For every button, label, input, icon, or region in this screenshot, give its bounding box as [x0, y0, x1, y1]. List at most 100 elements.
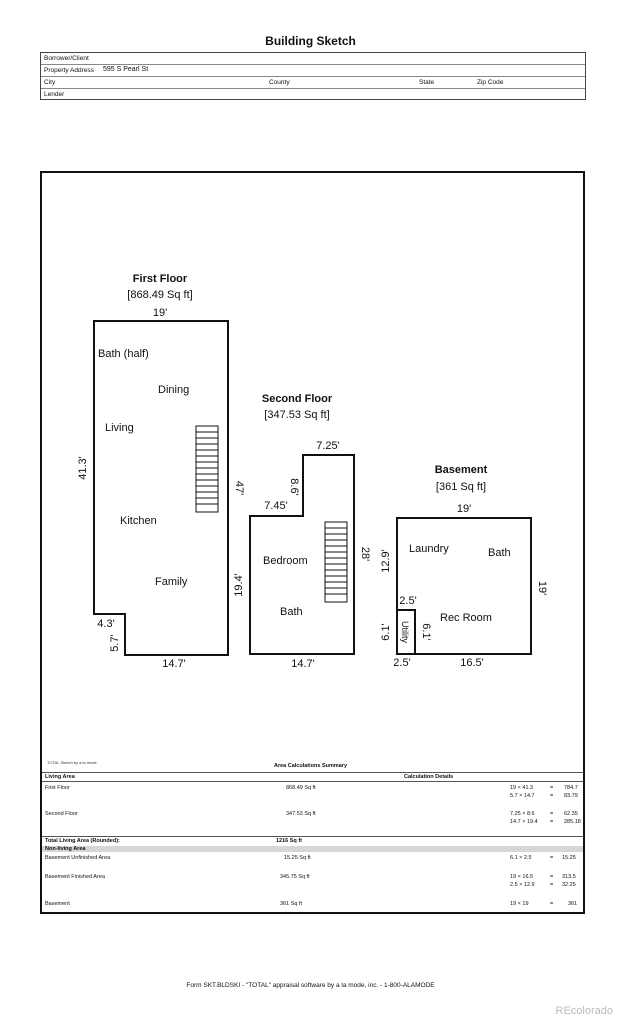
row-name: First Floor: [45, 785, 70, 791]
calc-result: 62.35: [564, 811, 578, 817]
first-floor-outline: [93, 320, 229, 656]
source-credit: REcolorado: [555, 1005, 613, 1017]
row-name: Second Floor: [45, 811, 78, 817]
row-area: 347.53 Sq ft: [286, 811, 316, 817]
room-label: Utility: [400, 621, 410, 643]
first-floor-dim-bottom: 14.7': [162, 658, 186, 670]
city-label: City: [44, 79, 56, 86]
summary-title: Area Calculations Summary: [273, 763, 348, 769]
calc-eq: =: [550, 882, 554, 888]
calc-expr: 19 × 41.3: [510, 785, 534, 791]
second-floor-dim-left: 19.4': [233, 573, 245, 597]
calc-expr: 7.25 × 8.6: [510, 811, 535, 817]
calc-eq: =: [550, 811, 554, 817]
property-label: Property Address: [44, 67, 94, 74]
basement-dim-right: 19': [536, 581, 548, 595]
calc-result: 32.25: [562, 882, 576, 888]
calculation-details-header: Calculation Details: [404, 774, 454, 780]
second-floor-dim-right: 28': [359, 547, 371, 561]
form-footer: Form SKT.BLDSKI - "TOTAL" appraisal soft…: [186, 982, 435, 989]
property-row: Property Address 595 S Pearl St: [41, 65, 585, 77]
property-address: 595 S Pearl St: [103, 66, 149, 73]
utility-dim-bottom: 2.5': [393, 657, 410, 669]
county-label: County: [269, 79, 290, 86]
row-area: 868.49 Sq ft: [286, 785, 316, 791]
second-floor-stairs: [324, 521, 348, 603]
room-label: Family: [155, 576, 188, 588]
room-label: Bedroom: [263, 555, 308, 567]
basement-outline: [396, 517, 532, 655]
total-living-label: Total Living Area (Rounded):: [45, 838, 120, 844]
calc-eq: =: [550, 901, 554, 907]
row-area: 345.75 Sq ft: [280, 874, 310, 880]
city-row: City County State Zip Code: [41, 77, 585, 89]
borrower-row: Borrower/Client: [41, 53, 585, 65]
basement-dim-bottom: 16.5': [460, 657, 484, 669]
second-floor-area: [347.53 Sq ft]: [264, 409, 329, 421]
room-label: Bath: [488, 547, 511, 559]
room-label: Dining: [158, 384, 189, 396]
calc-result: 285.18: [564, 819, 581, 825]
divider: [42, 836, 583, 837]
first-floor-dim-notch-h: 4.3': [97, 618, 114, 630]
second-floor-outline: [249, 454, 355, 655]
row-area: 361 Sq ft: [280, 901, 303, 907]
utility-dim-right: 6.1': [420, 623, 432, 640]
first-floor-dim-right: 47': [233, 481, 245, 495]
calc-eq: =: [550, 874, 554, 880]
utility-dim-left: 6.1': [380, 623, 392, 640]
calc-expr: 19 × 16.5: [510, 874, 534, 880]
state-label: State: [419, 79, 435, 86]
nonliving-header: Non-living Area: [45, 846, 86, 852]
second-floor-title: Second Floor: [262, 393, 333, 405]
calc-eq: =: [550, 785, 554, 791]
calc-result: 15.25: [562, 855, 576, 861]
second-floor-dim-step-h: 7.45': [264, 500, 288, 512]
lender-row: Lender: [41, 89, 585, 101]
zip-label: Zip Code: [477, 79, 504, 86]
room-label: Living: [105, 422, 134, 434]
calc-expr: 2.5 × 12.9: [510, 882, 535, 888]
software-note: TOTAL Sketch by a la mode: [47, 760, 97, 765]
first-floor-stairs: [195, 425, 219, 513]
calc-expr: 19 × 19: [510, 901, 529, 907]
calc-result: 313.5: [562, 874, 576, 880]
calc-result: 784.7: [564, 785, 578, 791]
room-label: Bath: [280, 606, 303, 618]
calc-result: 361: [568, 901, 578, 907]
divider: [42, 772, 583, 773]
first-floor-title: First Floor: [133, 273, 188, 285]
calc-eq: =: [550, 819, 554, 825]
nonliving-band: [42, 846, 583, 852]
second-floor-dim-step-v: 8.6': [288, 478, 300, 495]
second-floor-dim-bottom: 14.7': [291, 658, 315, 670]
basement-dim-left: 12.9': [380, 549, 392, 573]
first-floor-dim-left: 41.3': [77, 456, 89, 480]
calc-eq: =: [550, 793, 554, 799]
borrower-label: Borrower/Client: [44, 55, 89, 62]
room-label: Bath (half): [98, 348, 149, 360]
basement-dim-top: 19': [457, 503, 471, 515]
row-name: Basement: [45, 901, 70, 907]
row-name: Basement Unfinished Area: [45, 855, 111, 861]
first-floor-dim-top: 19': [153, 307, 167, 319]
room-label: Kitchen: [120, 515, 157, 527]
basement-title: Basement: [435, 464, 488, 476]
calc-expr: 6.1 × 2.5: [510, 855, 532, 861]
utility-outline: [396, 609, 416, 655]
utility-dim-top: 2.5': [399, 595, 416, 607]
basement-area: [361 Sq ft]: [436, 481, 486, 493]
calc-expr: 5.7 × 14.7: [510, 793, 535, 799]
total-living-value: 1216 Sq ft: [276, 838, 302, 844]
first-floor-area: [868.49 Sq ft]: [127, 289, 192, 301]
calc-result: 83.79: [564, 793, 578, 799]
page-title: Building Sketch: [265, 34, 356, 48]
sketch-frame: [40, 171, 585, 914]
room-label: Rec Room: [440, 612, 492, 624]
calc-eq: =: [550, 855, 554, 861]
calc-expr: 14.7 × 19.4: [510, 819, 538, 825]
row-name: Basement Finished Area: [45, 874, 105, 880]
row-area: 15.25 Sq ft: [284, 855, 311, 861]
first-floor-dim-notch-v: 5.7': [109, 634, 121, 651]
